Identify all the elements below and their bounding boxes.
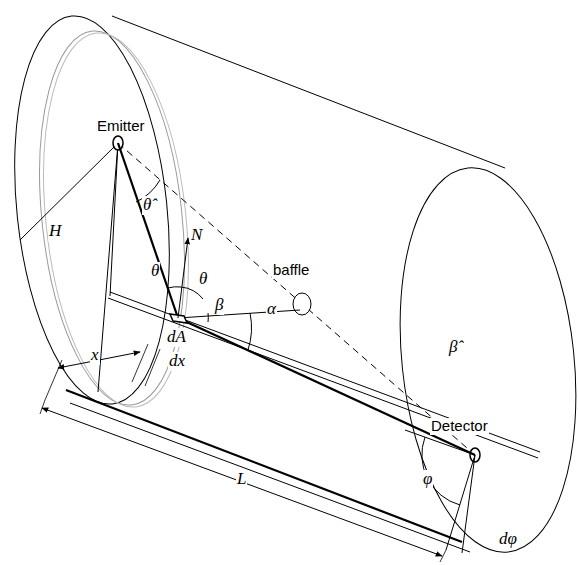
angle-label: θ̂	[142, 196, 152, 215]
dimension-label: dx	[168, 352, 186, 371]
alpha-arc	[248, 313, 252, 350]
angle-label: dφ	[498, 530, 518, 549]
angle-label: θ	[198, 270, 208, 289]
part-label: Emitter	[96, 118, 146, 135]
theta-arc	[168, 287, 181, 288]
dimension-line	[42, 408, 442, 556]
extension-line	[145, 349, 160, 386]
angle-label: α	[266, 300, 277, 319]
area-label: dA	[166, 328, 187, 347]
bold-generator	[66, 390, 462, 542]
angle-label: β	[214, 296, 224, 315]
extension-line	[132, 344, 148, 382]
vector-label: N	[190, 226, 203, 245]
right-end	[382, 159, 578, 561]
dimension-label: L	[236, 470, 247, 489]
angle-label: φ	[422, 470, 433, 489]
alpha-line	[178, 310, 300, 318]
radius-line	[462, 455, 475, 553]
surface-line	[108, 298, 538, 458]
axis-line	[118, 143, 475, 455]
slice-ring	[27, 26, 206, 415]
slice-ring	[23, 24, 202, 413]
theta-arc	[181, 287, 203, 299]
top-generator	[112, 16, 505, 168]
dimension-label: H	[48, 222, 62, 241]
extension-line	[40, 400, 45, 414]
dimension-label: x	[90, 346, 100, 365]
extension-line	[45, 360, 62, 400]
radius-line	[20, 143, 118, 240]
beta-arc	[208, 313, 209, 322]
ray-line	[118, 143, 178, 318]
part-label: baffle	[272, 262, 310, 279]
baffle-disc	[293, 293, 311, 315]
radius-line	[98, 143, 118, 392]
radius-line	[446, 455, 475, 550]
surface-line	[110, 292, 540, 452]
radius-line	[110, 143, 118, 296]
left-end	[0, 8, 187, 412]
phi-arc	[422, 437, 460, 505]
angle-label: θ	[150, 262, 160, 281]
normal-arrow	[178, 238, 188, 318]
part-label: Detector	[430, 418, 489, 435]
angle-label: β̂	[448, 338, 458, 357]
